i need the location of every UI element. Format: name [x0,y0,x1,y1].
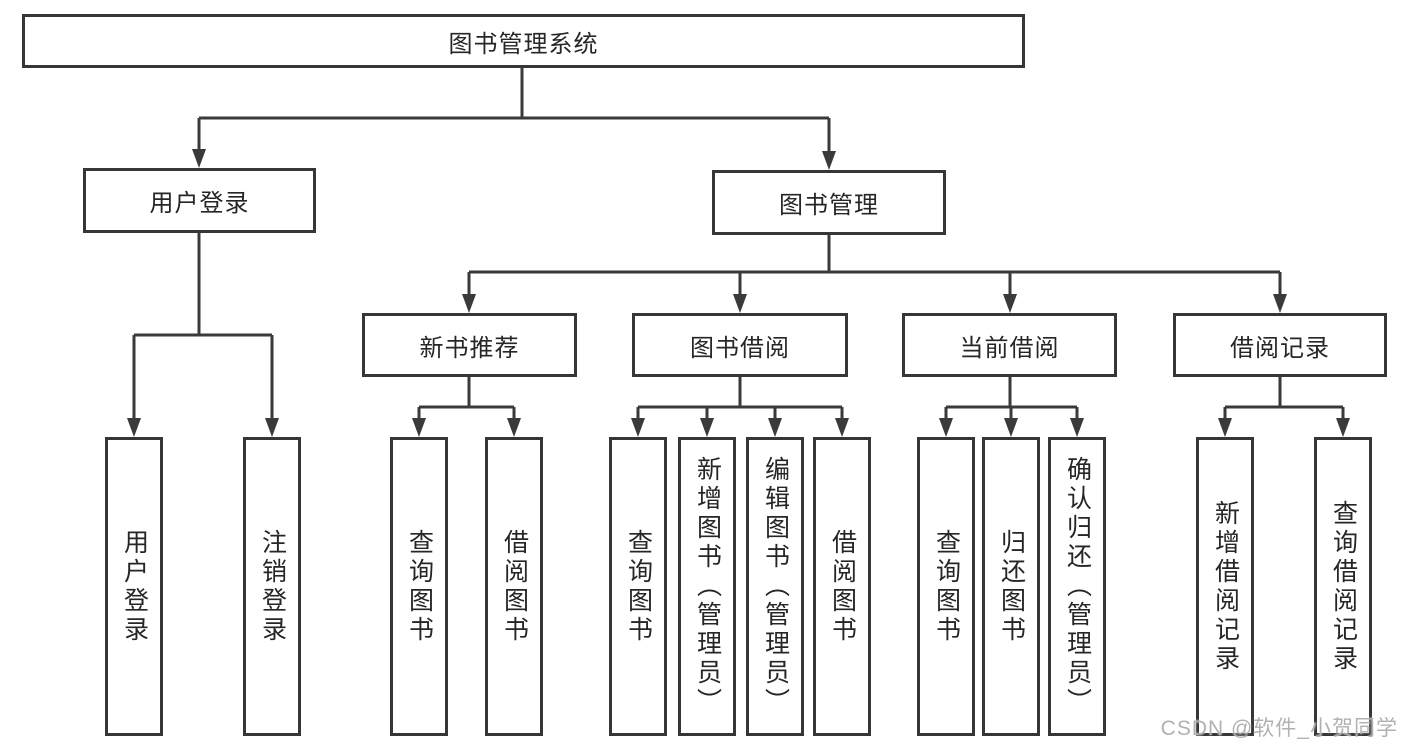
leaf-edit-book-admin: 编辑图书（管理员） [746,437,804,736]
node-book-borrow-label: 图书借阅 [690,334,790,362]
leaf-return-book-label: 归还图书 [997,528,1026,645]
node-book-management: 图书管理 [712,170,946,235]
leaf-borrow-books-1: 借阅图书 [485,437,543,736]
leaf-edit-book-admin-label: 编辑图书（管理员） [761,456,790,717]
csdn-watermark: CSDN @软件_小贺同学 [1160,717,1398,740]
leaf-query-books-3-label: 查询图书 [932,528,961,645]
leaf-query-borrow-record: 查询借阅记录 [1314,437,1372,736]
leaf-confirm-return-admin: 确认归还（管理员） [1048,437,1106,736]
leaf-logout-label: 注销登录 [258,528,287,645]
leaf-query-books-1: 查询图书 [390,437,448,736]
leaf-add-borrow-record: 新增借阅记录 [1196,437,1254,736]
leaf-logout: 注销登录 [243,437,301,736]
node-borrow-records: 借阅记录 [1173,313,1387,377]
leaf-query-books-2: 查询图书 [609,437,667,736]
leaf-return-book: 归还图书 [982,437,1040,736]
leaf-borrow-books-2: 借阅图书 [813,437,871,736]
leaf-query-books-3: 查询图书 [917,437,975,736]
leaf-query-books-1-label: 查询图书 [405,528,434,645]
node-user-login-label: 用户登录 [149,190,250,217]
leaf-add-book-admin-label: 新增图书（管理员） [693,456,722,717]
node-root-label: 图书管理系统 [448,30,599,58]
leaf-user-login: 用户登录 [105,437,163,736]
node-book-borrow: 图书借阅 [632,313,848,377]
node-book-management-label: 图书管理 [779,192,879,219]
node-borrow-records-label: 借阅记录 [1230,334,1330,362]
leaf-add-borrow-record-label: 新增借阅记录 [1211,499,1240,674]
leaf-user-login-label: 用户登录 [120,528,149,645]
leaf-query-borrow-record-label: 查询借阅记录 [1329,499,1358,674]
node-current-borrow-label: 当前借阅 [959,334,1060,362]
leaf-query-books-2-label: 查询图书 [624,528,653,645]
node-new-book-recommend: 新书推荐 [362,313,577,377]
node-current-borrow: 当前借阅 [902,313,1117,377]
leaf-add-book-admin: 新增图书（管理员） [678,437,736,736]
node-new-book-recommend-label: 新书推荐 [419,334,520,362]
node-user-login: 用户登录 [83,168,316,233]
leaf-confirm-return-admin-label: 确认归还（管理员） [1063,456,1092,717]
leaf-borrow-books-2-label: 借阅图书 [828,528,857,645]
node-root: 图书管理系统 [22,14,1025,68]
leaf-borrow-books-1-label: 借阅图书 [500,528,529,645]
